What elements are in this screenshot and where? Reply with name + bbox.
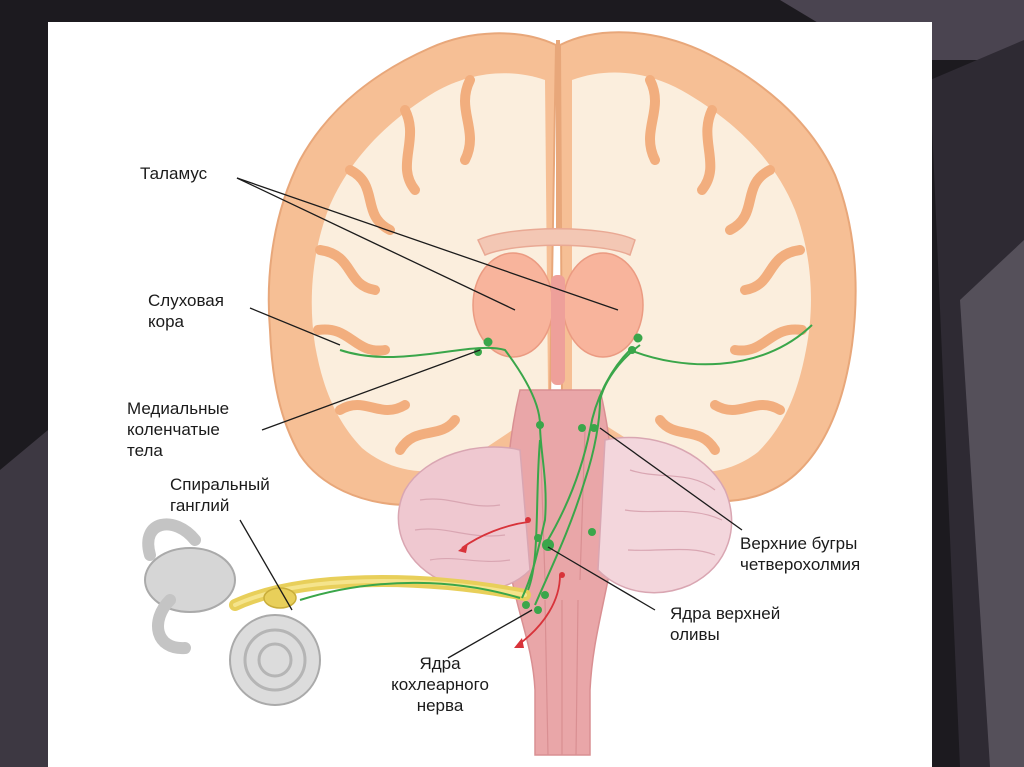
third-ventricle (551, 275, 565, 385)
label-spiral-ganglion: Спиральный ганглий (170, 475, 270, 515)
cerebellum-folia (414, 469, 723, 563)
reflex-arrowhead-lower (514, 638, 524, 648)
right-white-matter (572, 72, 811, 472)
cochlea (229, 614, 321, 706)
right-cerebellum (597, 436, 733, 594)
corpus-callosum (477, 228, 636, 257)
label-superior-olive: Ядра верхней оливы (670, 604, 781, 644)
leader-lines (236, 177, 743, 659)
label-medial-geniculate: Медиальные коленчатые тела (127, 399, 230, 460)
label-cochlear-nuclei: Ядра кохлеарного нерва (391, 654, 489, 715)
spiral-ganglion-node (263, 587, 297, 609)
label-auditory-cortex: Слуховая кора (148, 291, 224, 331)
label-inferior-colliculi: Верхние бугры четверохолмия (740, 534, 861, 574)
auditory-pathway (299, 324, 813, 606)
inner-ear (142, 518, 321, 706)
left-white-matter (311, 73, 548, 472)
reflex-arrowhead-upper (458, 543, 468, 553)
cortical-folds (313, 75, 807, 455)
label-thalamus: Таламус (140, 164, 208, 183)
pathway-nuclei (474, 333, 643, 614)
